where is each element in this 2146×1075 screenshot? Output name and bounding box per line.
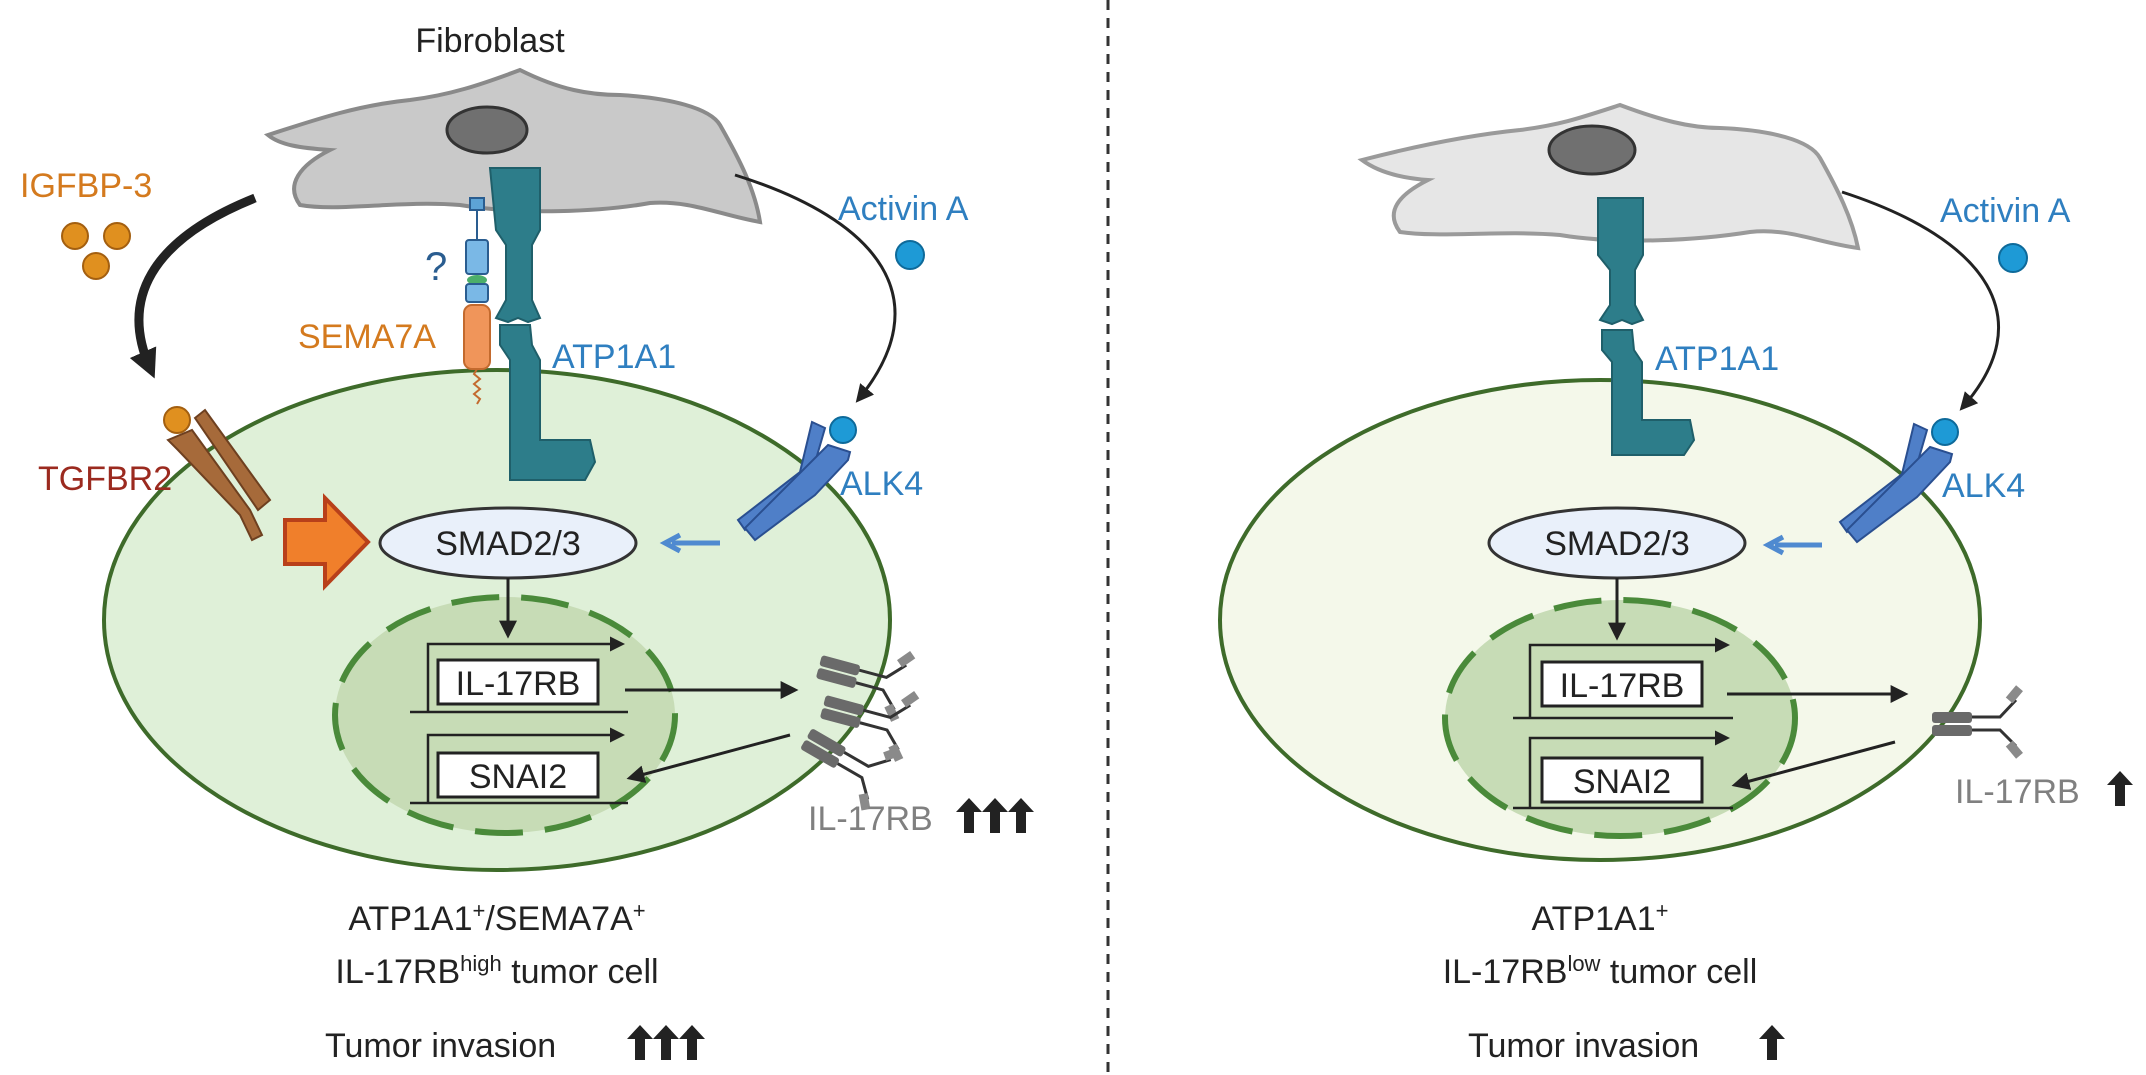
left-atp1a1-label: ATP1A1 (552, 338, 676, 376)
left-receptor-to-snai2-arrow (626, 733, 791, 783)
right-snai2-gene: SNAI2 (1513, 730, 1733, 810)
left-alk4-to-smad-arrow (659, 532, 720, 554)
left-il17rb-gene-label: IL-17RB (456, 665, 581, 703)
left-activin-molecule (895, 240, 925, 270)
right-panel: ATP1A1 Activin A ALK4 SMAD2/3 IL-17RB SN… (1218, 102, 2133, 1065)
left-atp1a1-protein (488, 167, 597, 481)
left-fibroblast-nucleus (445, 105, 529, 155)
left-alk4-label: ALK4 (840, 465, 923, 503)
right-il17rb-level-label: IL-17RB (1955, 773, 2080, 811)
right-invasion-label: Tumor invasion (1468, 1027, 1699, 1065)
left-alk4-receptor (736, 416, 857, 542)
left-question-mark: ? (425, 245, 447, 289)
left-igfbp3-molecules (61, 222, 131, 280)
right-atp1a1-protein (1597, 197, 1696, 456)
right-alk4-to-smad-arrow (1762, 534, 1822, 556)
left-sema7a-label: SEMA7A (298, 318, 436, 356)
right-activin-label: Activin A (1940, 192, 2071, 230)
right-smad-label: SMAD2/3 (1544, 525, 1690, 563)
right-cell-caption-line2: IL-17RBlow tumor cell (1443, 951, 1758, 991)
right-il17rb-gene-label: IL-17RB (1560, 667, 1685, 705)
left-snai2-gene-label: SNAI2 (469, 758, 567, 796)
left-il17rb-receptor-1 (816, 650, 916, 722)
left-activin-arrow (734, 173, 897, 403)
left-cell-caption-line2: IL-17RBhigh tumor cell (335, 951, 658, 991)
left-il17rb-up-arrows-icon (956, 798, 1034, 833)
right-il17rb-receptor (1932, 685, 2023, 759)
left-fibroblast-label: Fibroblast (415, 22, 565, 60)
left-il17rb-receptor-3 (801, 729, 902, 811)
left-smad-label: SMAD2/3 (435, 525, 581, 563)
right-fibroblast (1357, 102, 1861, 251)
left-activin-label: Activin A (838, 190, 969, 228)
right-fibroblast-nucleus (1547, 124, 1637, 176)
left-cell-caption-line1: ATP1A1+/SEMA7A+ (348, 898, 645, 938)
left-panel: Fibroblast ATP1A1 ? SEMA7A IGFBP-3 (20, 22, 1034, 1065)
right-alk4-label: ALK4 (1942, 467, 2025, 505)
right-activin-arrow (1841, 190, 2000, 411)
right-cell-caption-line1: ATP1A1+ (1532, 898, 1669, 938)
right-il17rb-up-arrow-icon (2107, 771, 2133, 806)
left-sema7a-protein (463, 197, 491, 405)
left-il17rb-gene: IL-17RB (410, 636, 628, 714)
left-invasion-label: Tumor invasion (325, 1027, 556, 1065)
right-il17rb-gene: IL-17RB (1513, 637, 1733, 720)
right-snai2-gene-label: SNAI2 (1573, 763, 1671, 801)
right-receptor-to-snai2-arrow (1731, 740, 1896, 790)
right-invasion-up-arrow-icon (1759, 1025, 1785, 1060)
left-invasion-up-arrows-icon (627, 1025, 705, 1060)
left-il17rb-level-label: IL-17RB (808, 800, 933, 838)
left-igfbp3-arrow (129, 193, 257, 379)
left-snai2-gene: SNAI2 (410, 727, 628, 805)
left-tgfbr2-receptor (163, 406, 272, 542)
right-activin-molecule (1998, 243, 2028, 273)
right-alk4-receptor (1838, 418, 1959, 544)
left-igfbp3-label: IGFBP-3 (20, 167, 152, 205)
left-tgfbr2-label: TGFBR2 (38, 460, 172, 498)
right-atp1a1-label: ATP1A1 (1655, 340, 1779, 378)
left-orange-arrow (283, 493, 371, 591)
